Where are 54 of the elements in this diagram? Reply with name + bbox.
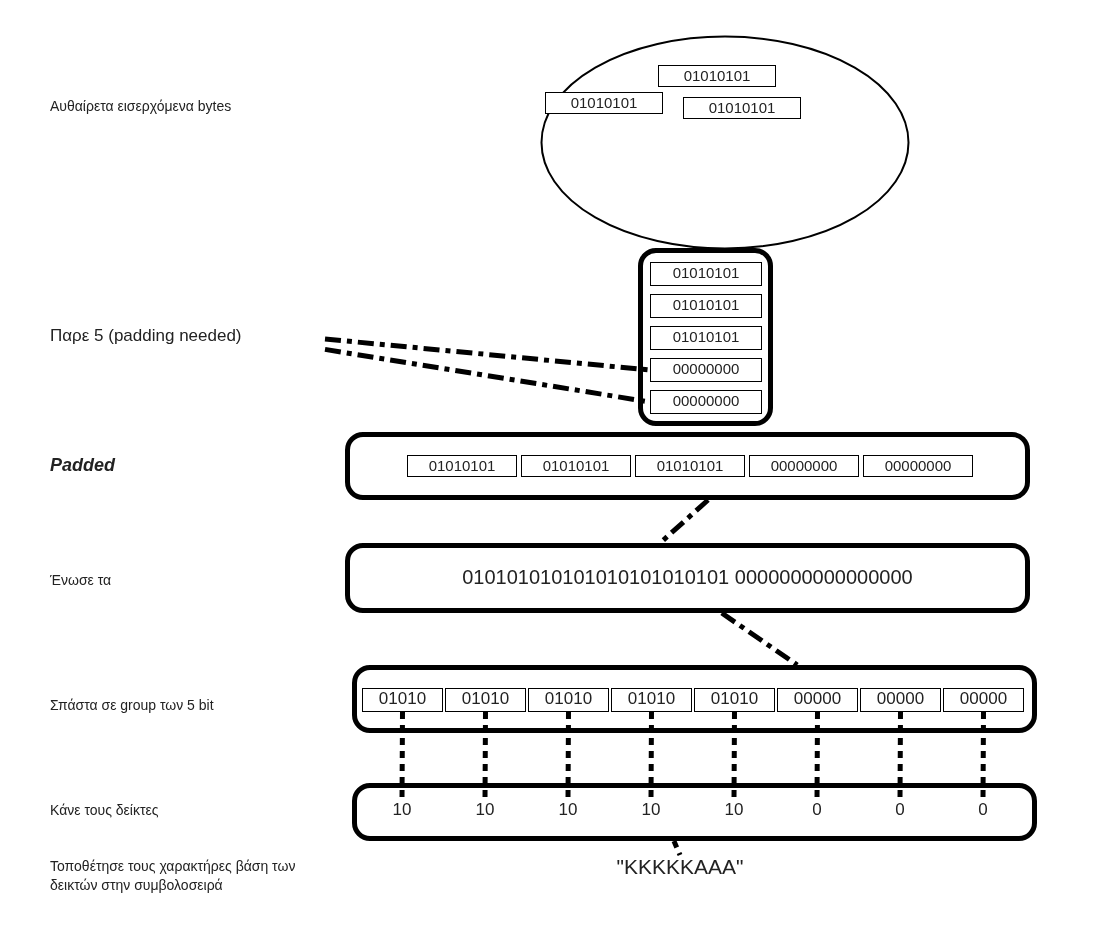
connector-line (482, 712, 488, 800)
step-caption: Ένωσε τα (50, 572, 112, 588)
connector-line (731, 712, 737, 800)
bit-box: 01010101 (650, 326, 762, 350)
bit-box: 00000000 (650, 390, 762, 414)
connector-line (814, 712, 820, 800)
connector-line (671, 840, 683, 856)
step-caption: Κάνε τους δείκτες (50, 802, 159, 818)
step-caption: Αυθαίρετα εισερχόμενα bytes (50, 98, 232, 114)
connector-line (897, 712, 903, 800)
index-number: 10 (631, 800, 671, 822)
step-band (345, 432, 1030, 500)
bit-box: 00000000 (749, 455, 859, 477)
bit-box: 01010101 (407, 455, 517, 477)
index-number: 0 (797, 800, 837, 822)
bit-box: 00000 (777, 688, 858, 712)
connector-line (648, 712, 654, 800)
index-number: 10 (548, 800, 588, 822)
connector-line (324, 336, 651, 373)
bit-box: 01010 (528, 688, 609, 712)
bit-box: 01010101 (650, 262, 762, 286)
index-number: 0 (880, 800, 920, 822)
step-label: Παρε 5 (padding needed) (50, 326, 325, 352)
bit-box: 00000 (943, 688, 1024, 712)
index-number: 10 (465, 800, 505, 822)
bit-box: 01010 (694, 688, 775, 712)
byte-stack-box (638, 248, 773, 426)
connector-line (565, 712, 571, 800)
index-number: 10 (714, 800, 754, 822)
bit-box: 01010101 (545, 92, 663, 114)
bit-box: 01010101 (683, 97, 801, 119)
bit-box: 01010101 (650, 294, 762, 318)
connector-line (980, 712, 986, 800)
bit-box: 01010101 (658, 65, 776, 87)
bit-box: 01010 (445, 688, 526, 712)
bit-box: 00000000 (863, 455, 973, 477)
bit-box: 01010 (611, 688, 692, 712)
bit-box: 01010 (362, 688, 443, 712)
bit-box: 01010101 (635, 455, 745, 477)
bit-box: 00000000 (650, 358, 762, 382)
step-band (352, 783, 1037, 841)
connector-line (399, 712, 405, 800)
byte-pool-ellipse (540, 35, 910, 250)
step-text: 010101010101010101010101 0000000000000000 (345, 543, 1030, 613)
bit-box: 00000 (860, 688, 941, 712)
step-caption: Padded (50, 455, 115, 476)
bit-box: 01010101 (521, 455, 631, 477)
step-band (352, 665, 1037, 733)
output-string: "KKKKKAAA" (610, 855, 750, 883)
index-number: 10 (382, 800, 422, 822)
step-caption: Τοποθέτησε τους χαρακτήρες βάση των δεικτών στην συμβολοσειρά (50, 857, 297, 895)
connector-line (720, 610, 799, 668)
index-number: 0 (963, 800, 1003, 822)
step-caption: Σπάστα σε group των 5 bit (50, 697, 214, 713)
